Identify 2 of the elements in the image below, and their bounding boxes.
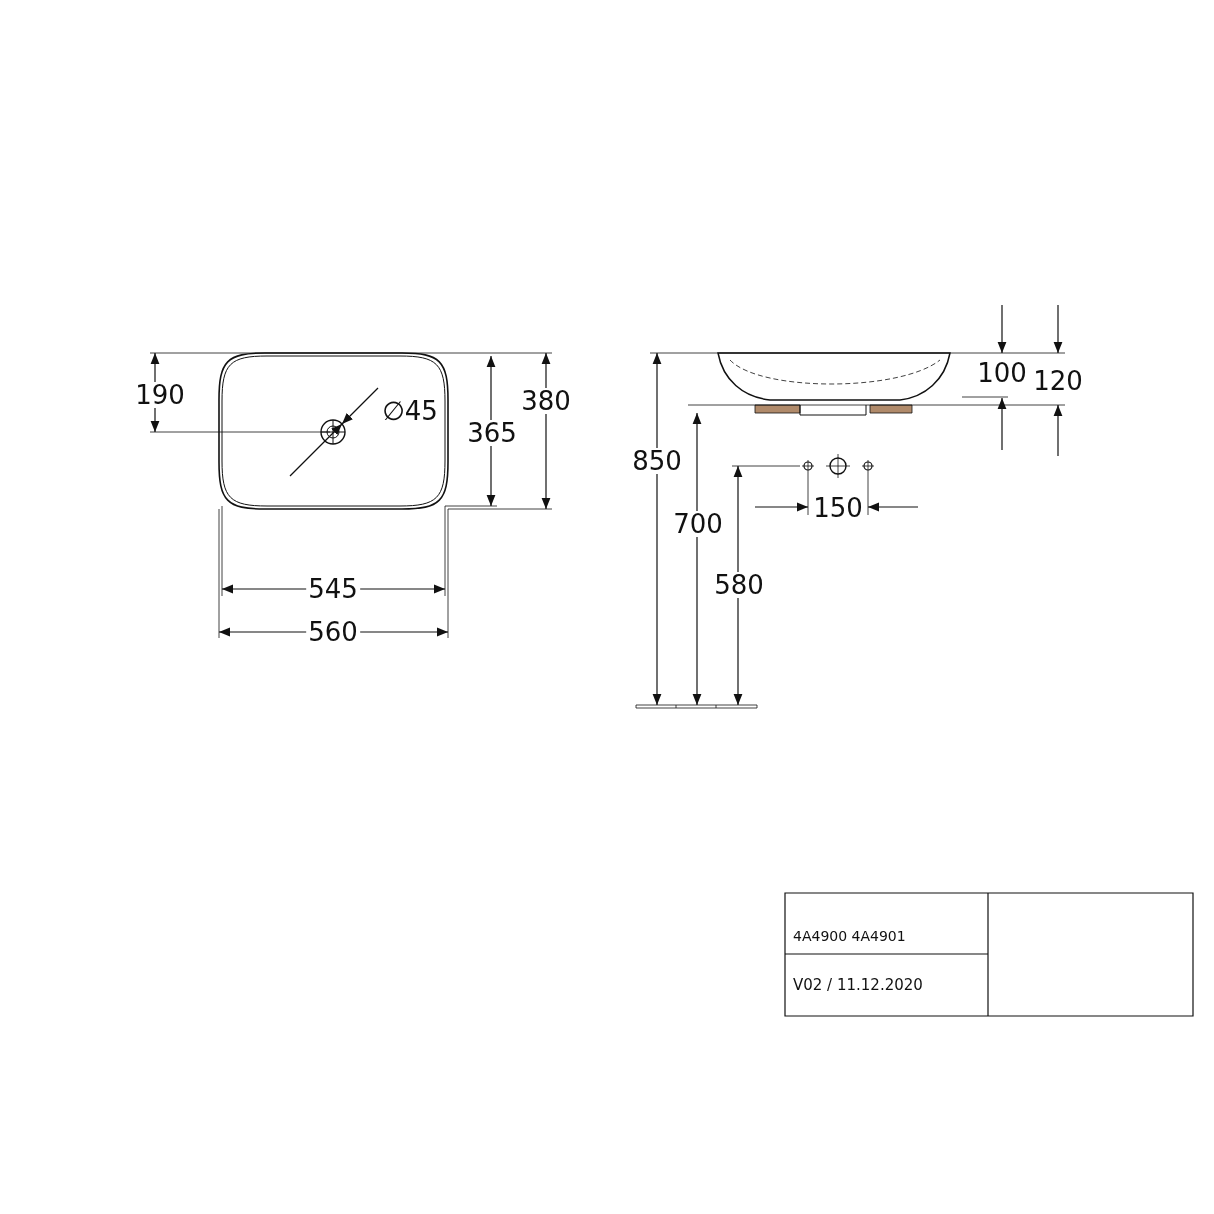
title-block-text: V02 / 11.12.2020 <box>791 977 925 993</box>
title-block-text: 4A4900 4A4901 <box>791 929 908 943</box>
